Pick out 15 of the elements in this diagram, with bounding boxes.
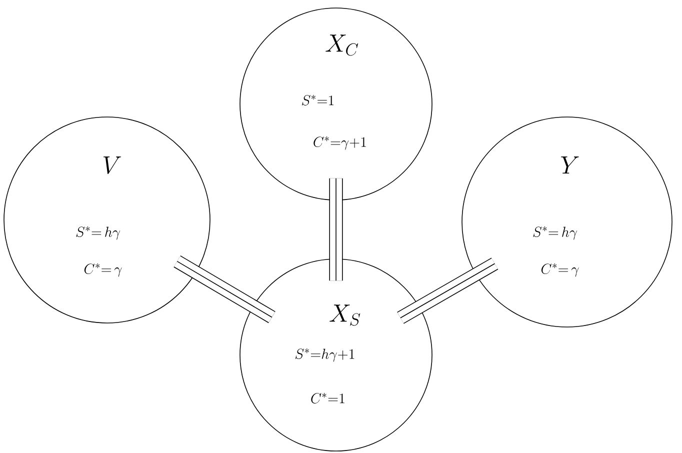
node-title: $X_C$ (326, 34, 358, 56)
node-formula: $S^*{=}\,h\gamma$ (533, 226, 578, 240)
node-formula: $S^*{=}\,h\gamma$ (76, 226, 120, 240)
triple-line (397, 258, 498, 324)
node-formula: $C^*{=}\gamma{+}1$ (314, 136, 366, 150)
node-title: $X_S$ (330, 304, 360, 326)
node-title: $V$ (104, 156, 121, 174)
node-formula: $S^*{=}h\gamma{+}1$ (295, 348, 354, 362)
triple-line (174, 255, 276, 324)
triple-line (329, 178, 343, 281)
node-formula: $C^*{=}\,\gamma$ (84, 263, 122, 277)
node-formula: $C^*{=}\,\gamma$ (541, 263, 579, 277)
node-title: $Y$ (561, 156, 579, 174)
node-formula: $S^*{=}1$ (302, 94, 334, 106)
node-formula: $C^*{=}1$ (311, 392, 344, 404)
